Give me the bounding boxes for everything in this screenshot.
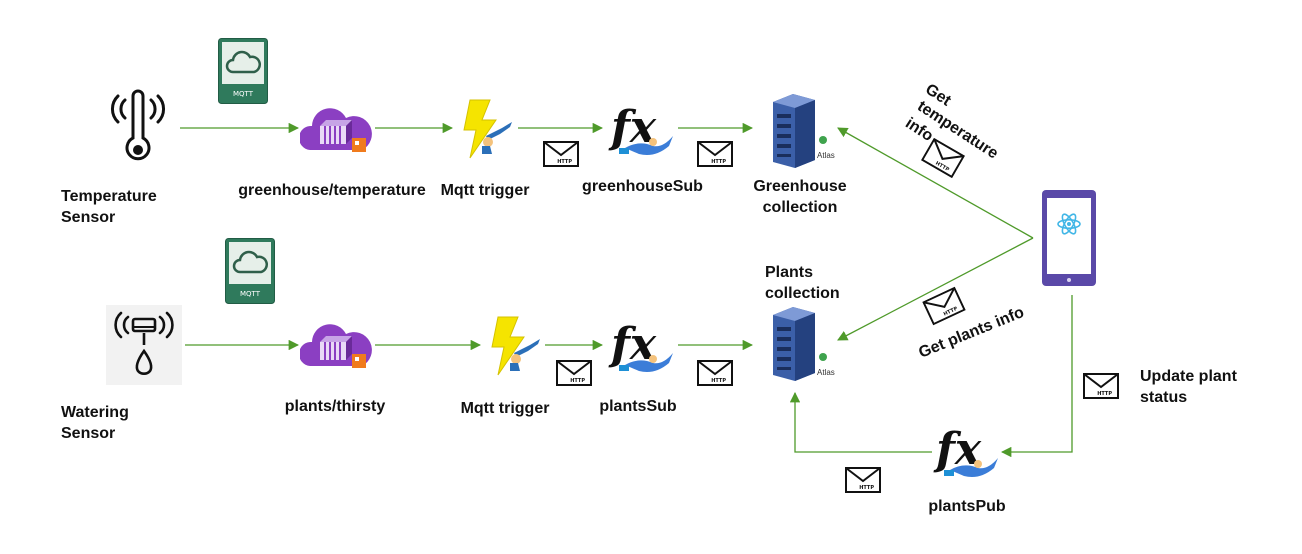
message-broker-icon — [300, 324, 372, 368]
arrow-phone-to-plants-pub — [1000, 295, 1073, 458]
server-rack-icon: Atlas — [773, 307, 835, 381]
fx-function-icon: fx — [933, 424, 998, 477]
topic-temperature-label: greenhouse/temperature — [238, 182, 426, 199]
svg-text:HTTP: HTTP — [1097, 391, 1112, 397]
svg-text:HTTP: HTTP — [711, 378, 726, 384]
message-broker-icon — [300, 108, 372, 152]
lightning-trigger-icon — [463, 99, 512, 159]
svg-text:HTTP: HTTP — [943, 306, 959, 318]
http-envelope-icon: HTTP — [556, 360, 592, 386]
mobile-react-app-icon — [1042, 190, 1096, 286]
http-envelope-icon: HTTP — [920, 137, 966, 179]
arrow-plants-pub-to-plants-collection — [789, 391, 932, 453]
server-rack-icon: Atlas — [773, 94, 835, 168]
function-plants-sub-label: plantsSub — [599, 398, 677, 415]
lightning-trigger-icon — [491, 316, 540, 376]
function-greenhouse-sub-label: greenhouseSub — [582, 178, 703, 195]
svg-text:fx: fx — [933, 424, 982, 475]
arrow-phone-to-greenhouse-collection — [837, 127, 1034, 239]
svg-text:MQTT: MQTT — [240, 290, 261, 298]
plants-collection-label: Plants collection — [765, 264, 840, 302]
http-envelope-icon: HTTP — [1083, 373, 1119, 399]
svg-text:HTTP: HTTP — [557, 159, 572, 165]
svg-text:fx: fx — [608, 319, 657, 370]
cloud-mqtt-icon: MQTT — [218, 38, 268, 104]
watering-sensor-icon — [106, 305, 182, 385]
http-envelope-icon: HTTP — [543, 141, 579, 167]
thermometer-sensor-icon — [111, 89, 165, 161]
svg-text:fx: fx — [608, 102, 657, 153]
trigger-bottom-label: Mqtt trigger — [460, 400, 550, 417]
svg-text:Atlas: Atlas — [817, 151, 835, 160]
topic-thirsty-label: plants/thirsty — [284, 398, 386, 415]
svg-text:HTTP: HTTP — [711, 159, 726, 165]
function-plants-pub-label: plantsPub — [928, 498, 1006, 515]
http-envelope-icon: HTTP — [697, 360, 733, 386]
cloud-mqtt-icon: MQTT — [225, 238, 275, 304]
fx-function-icon: fx — [608, 102, 673, 155]
watering-sensor-label: Watering Sensor — [61, 404, 129, 442]
update-plant-status-label: Update plant status — [1140, 368, 1237, 406]
svg-text:MQTT: MQTT — [233, 90, 254, 98]
fx-function-icon: fx — [608, 319, 673, 372]
greenhouse-collection-label: Greenhouse collection — [753, 178, 847, 216]
temperature-sensor-label: Temperature Sensor — [61, 188, 157, 226]
svg-text:Atlas: Atlas — [817, 368, 835, 377]
http-envelope-icon: HTTP — [922, 286, 966, 326]
http-envelope-icon: HTTP — [697, 141, 733, 167]
http-envelope-icon: HTTP — [845, 467, 881, 493]
trigger-top-label: Mqtt trigger — [440, 182, 530, 199]
svg-text:HTTP: HTTP — [570, 378, 585, 384]
arrow-phone-to-plants-collection — [837, 237, 1034, 341]
svg-text:HTTP: HTTP — [859, 485, 874, 491]
